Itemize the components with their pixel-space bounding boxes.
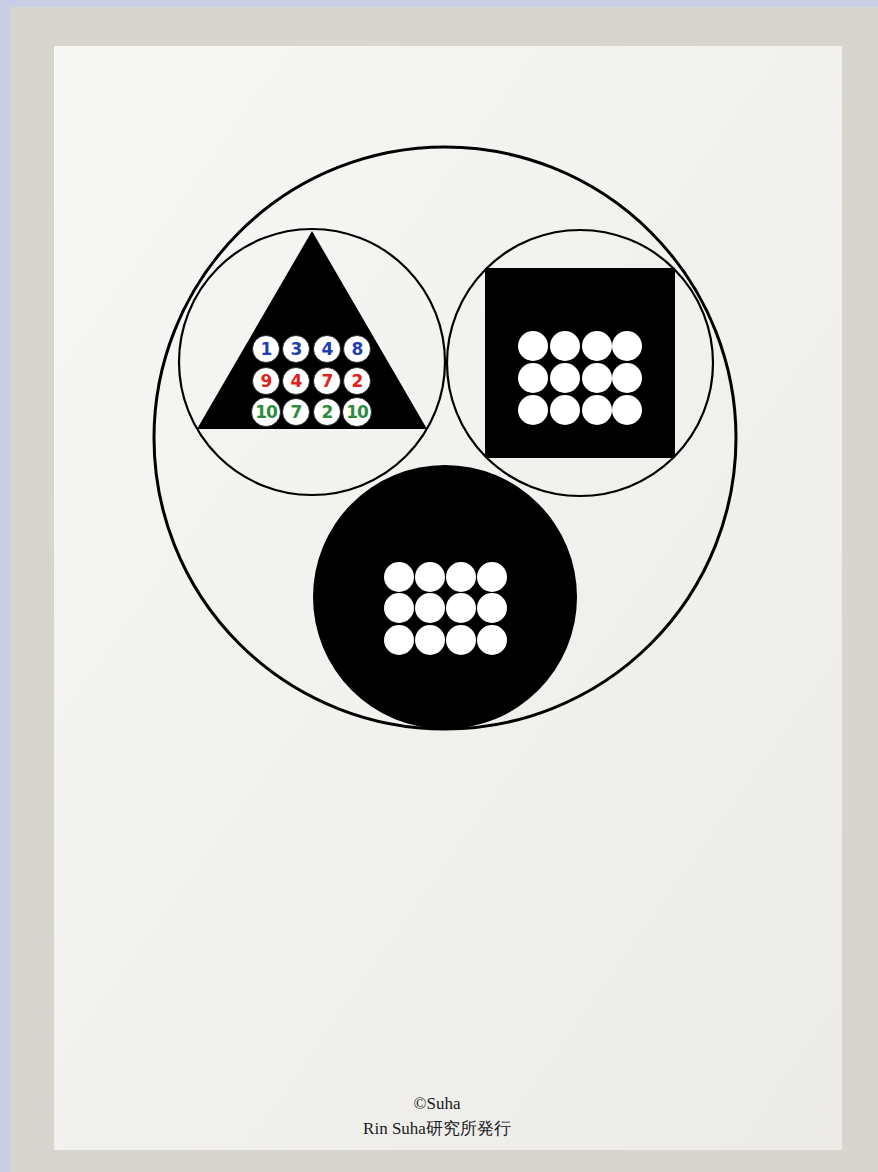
white-dots xyxy=(384,562,507,655)
circle-number: 2 xyxy=(322,404,333,421)
number-circle: 7 xyxy=(313,367,341,395)
number-circle: 3 xyxy=(282,335,310,363)
circle-number: 8 xyxy=(352,341,363,358)
circle-number: 4 xyxy=(322,341,333,358)
copyright-note: ©Suha xyxy=(414,1094,461,1114)
number-circle: 10 xyxy=(251,397,281,427)
number-circle: 4 xyxy=(282,367,310,395)
border-strip xyxy=(0,0,878,7)
number-circle: 7 xyxy=(282,398,310,426)
circle-number: 3 xyxy=(291,341,302,358)
black-circle xyxy=(313,465,577,729)
circle-number: 9 xyxy=(261,373,272,390)
publisher-note: Rin Suha研究所発行 xyxy=(363,1119,511,1139)
border-strip xyxy=(0,0,10,1172)
number-circle: 4 xyxy=(313,335,341,363)
circle-number: 10 xyxy=(346,404,368,421)
circle-number: 2 xyxy=(352,373,363,390)
number-circle: 1 xyxy=(252,335,280,363)
number-circle: 9 xyxy=(252,367,280,395)
number-circle: 10 xyxy=(342,397,372,427)
number-circle: 2 xyxy=(343,367,371,395)
black-triangle xyxy=(197,231,427,429)
outer-circle xyxy=(154,147,736,729)
number-circle: 8 xyxy=(343,335,371,363)
circle-number: 7 xyxy=(322,373,333,390)
circle-number: 1 xyxy=(261,341,272,358)
paper-sheet xyxy=(54,46,842,1150)
number-circle: 2 xyxy=(313,398,341,426)
right-circle xyxy=(447,230,713,496)
circle-number: 10 xyxy=(255,404,277,421)
circle-number: 7 xyxy=(291,404,302,421)
black-square xyxy=(485,268,675,458)
circle-number: 4 xyxy=(291,373,302,390)
left-circle xyxy=(179,229,445,495)
white-dots xyxy=(518,331,642,425)
